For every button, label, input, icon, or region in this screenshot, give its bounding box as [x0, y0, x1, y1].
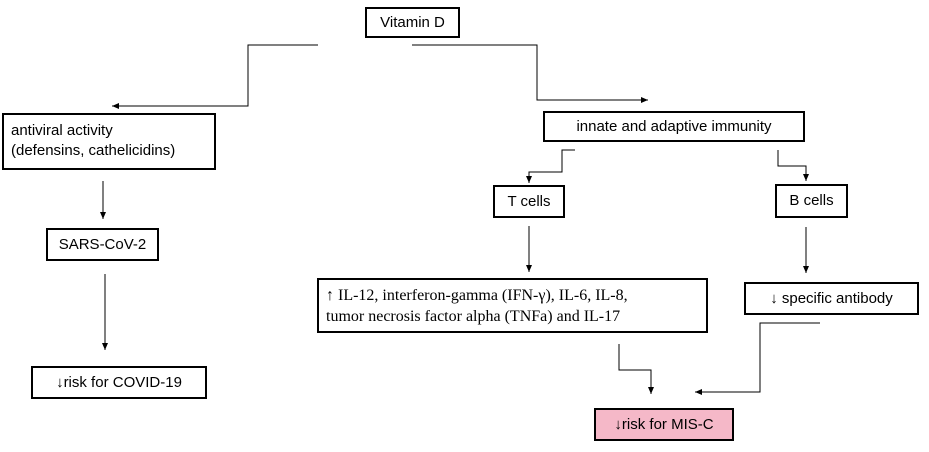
arrow-antibody-to-misc — [695, 322, 820, 395]
node-covid-risk: ↓risk for COVID-19 — [31, 366, 207, 399]
node-sars-cov-2: SARS-CoV-2 — [46, 228, 159, 261]
arrow-vitd-to-immunity — [412, 44, 648, 103]
node-innate-adaptive-label: innate and adaptive immunity — [576, 117, 772, 135]
node-antiviral-line2: (defensins, cathelicidins) — [11, 142, 176, 159]
node-antiviral-line1: antiviral activity — [11, 122, 113, 139]
arrow-vitd-to-antiviral — [112, 44, 318, 109]
arrow-cytokines-to-misc — [618, 344, 654, 394]
node-b-cells: B cells — [775, 184, 848, 218]
node-vitamin-d-label: Vitamin D — [380, 13, 445, 31]
node-innate-adaptive-immunity: innate and adaptive immunity — [543, 111, 805, 142]
node-misc-risk: ↓risk for MIS-C — [594, 408, 734, 441]
node-b-cells-label: B cells — [789, 192, 834, 209]
node-antiviral-activity: antiviral activity (defensins, cathelici… — [2, 113, 216, 170]
node-sars-label: SARS-CoV-2 — [58, 235, 147, 253]
arrow-immunity-to-bcells — [777, 150, 809, 181]
node-specific-antibody-label: ↓ specific antibody — [770, 289, 893, 307]
node-t-cells: T cells — [493, 185, 565, 218]
node-vitamin-d: Vitamin D — [365, 7, 460, 38]
node-cytokines-line2: tumor necrosis factor alpha (TNFa) and I… — [326, 308, 621, 325]
node-cytokines: ↑ IL-12, interferon-gamma (IFN-γ), IL-6,… — [317, 278, 708, 333]
node-covid-risk-label: ↓risk for COVID-19 — [56, 373, 182, 391]
node-t-cells-label: T cells — [507, 192, 551, 210]
node-cytokines-line1: ↑ IL-12, interferon-gamma (IFN-γ), IL-6,… — [326, 287, 628, 304]
arrow-immunity-to-tcells — [526, 149, 575, 183]
node-specific-antibody: ↓ specific antibody — [744, 282, 919, 315]
node-misc-risk-label: ↓risk for MIS-C — [614, 415, 714, 433]
